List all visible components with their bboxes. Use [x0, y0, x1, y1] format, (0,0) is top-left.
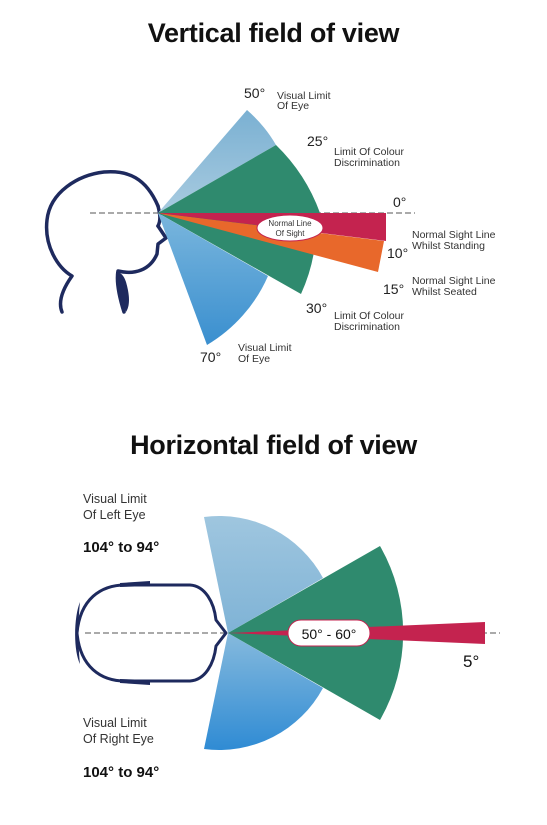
up50-label-2: Of Eye — [277, 100, 309, 112]
normal-line-label-1: Normal Line — [268, 219, 312, 228]
normal-line-label-2: Of Sight — [276, 229, 306, 238]
center-range-oval — [287, 619, 371, 647]
right-eye-visual-limit-sector — [204, 633, 323, 750]
up25-label-2: Discrimination — [334, 157, 400, 169]
down30-degree: 30° — [306, 300, 327, 316]
down30-label-2: Discrimination — [334, 321, 400, 333]
horizontal-fov-diagram: 50° - 60° 5° Visual Limit Of Left Eye 10… — [75, 492, 500, 781]
down15-label-2: Whilst Seated — [412, 286, 477, 298]
down15-degree: 15° — [383, 281, 404, 297]
right-eye-range: 104° to 94° — [83, 764, 159, 781]
up25-label-1: Limit Of Colour — [334, 146, 405, 158]
down10-label-2: Whilst Standing — [412, 240, 485, 252]
up50-label-1: Visual Limit — [277, 90, 331, 102]
visual-limit-upper-sector — [158, 110, 276, 213]
down30-label-1: Limit Of Colour — [334, 310, 405, 322]
down70-degree: 70° — [200, 349, 221, 365]
down10-label-1: Normal Sight Line — [412, 229, 496, 241]
left-eye-label-1: Visual Limit — [83, 492, 147, 506]
down70-label-2: Of Eye — [238, 353, 270, 365]
visual-limit-lower-sector — [158, 213, 268, 345]
right-eye-label-1: Visual Limit — [83, 716, 147, 730]
down15-label-1: Normal Sight Line — [412, 275, 496, 287]
up25-degree: 25° — [307, 133, 328, 149]
horizontal-title: Horizontal field of view — [130, 430, 417, 460]
ear-left — [120, 581, 150, 587]
left-eye-visual-limit-sector — [204, 516, 323, 633]
down70-label-1: Visual Limit — [238, 342, 292, 354]
right-eye-label-2: Of Right Eye — [83, 732, 154, 746]
left-eye-range: 104° to 94° — [83, 539, 159, 556]
neck-shadow — [116, 272, 129, 312]
left-eye-label-2: Of Left Eye — [83, 508, 146, 522]
normal-sight-seated-wedge — [158, 213, 384, 272]
back-of-head — [75, 602, 80, 664]
head-outline — [44, 169, 168, 314]
center-range-label: 50° - 60° — [302, 626, 357, 642]
focus-degree: 5° — [463, 652, 479, 671]
vertical-title: Vertical field of view — [147, 18, 400, 48]
normal-line-of-sight-oval — [256, 214, 324, 242]
down10-degree: 10° — [387, 245, 408, 261]
vertical-fov-diagram: Normal Line Of Sight 50° Visual Limit Of… — [44, 85, 496, 365]
zero-degree: 0° — [393, 194, 406, 210]
up50-degree: 50° — [244, 85, 265, 101]
colour-discrimination-upper-sector — [158, 145, 320, 213]
ear-right — [120, 679, 150, 685]
